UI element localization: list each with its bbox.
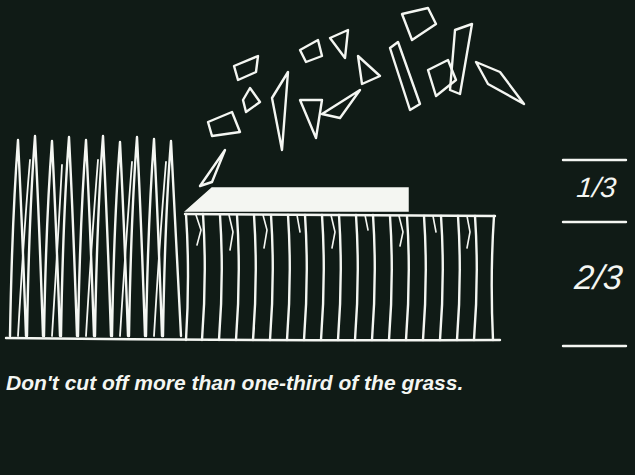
fraction-label: 1/3 xyxy=(575,172,617,204)
caption-text: Don't cut off more than one-third of the… xyxy=(6,371,463,395)
fraction-label: 2/3 xyxy=(573,258,624,297)
